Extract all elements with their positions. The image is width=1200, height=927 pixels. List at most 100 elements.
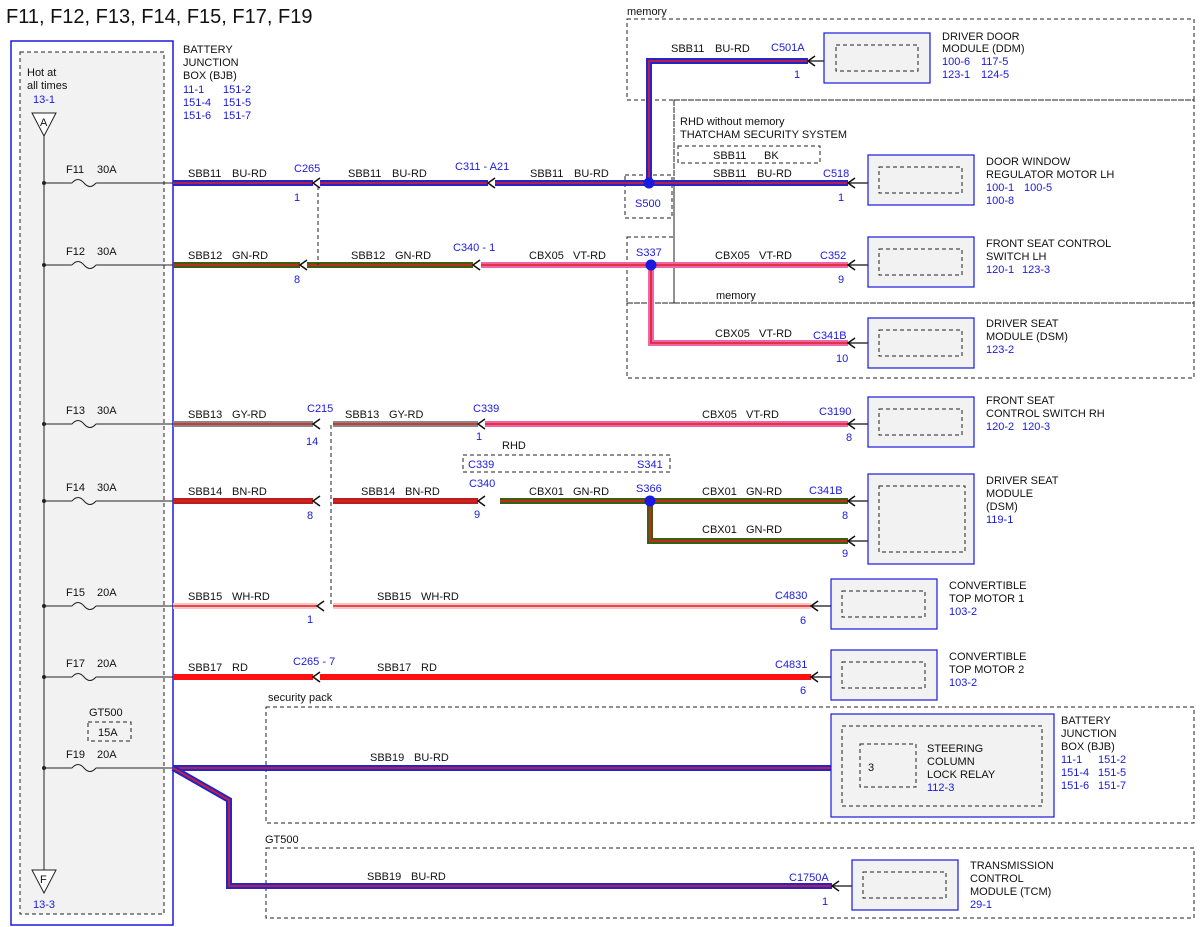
note-rhd-line2: THATCHAM SECURITY SYSTEM — [680, 129, 847, 141]
hot-at-label-1: Hot at — [27, 67, 56, 79]
rhd-group-box — [673, 99, 1195, 304]
convertible-top-motor-1-component: CONVERTIBLE TOP MOTOR 1 103-2 — [830, 578, 1026, 630]
svg-text:C1750A: C1750A — [789, 872, 829, 884]
wire-color: WH-RD — [421, 591, 459, 603]
wire-circuit: CBX01 — [529, 486, 564, 498]
wire-color: GY-RD — [232, 409, 266, 421]
note-memory2: memory — [716, 290, 756, 302]
svg-text:SBB11: SBB11 — [713, 150, 746, 162]
svg-text:C3190: C3190 — [819, 406, 851, 418]
svg-text:1: 1 — [822, 896, 828, 908]
memory2-group-box — [626, 302, 1195, 379]
gt500-label: GT500 — [89, 707, 123, 719]
svg-text:151-6: 151-6 — [1061, 780, 1089, 792]
connector-arrow — [809, 671, 819, 683]
fuse-name: F15 — [66, 587, 85, 599]
door-window-motor-component: DOOR WINDOW REGULATOR MOTOR LH 100-1 100… — [867, 154, 1114, 207]
svg-text:C265 - 7: C265 - 7 — [293, 656, 335, 668]
wire-circuit: CBX05 — [715, 328, 750, 340]
connector-arrow — [846, 259, 856, 271]
wire-color: BU-RD — [574, 168, 609, 180]
note-memory: memory — [627, 6, 667, 18]
wire-circuit: SBB15 — [377, 591, 411, 603]
svg-text:151-7: 151-7 — [1098, 780, 1126, 792]
wire-color: VT-RD — [759, 328, 792, 340]
svg-text:6: 6 — [800, 615, 806, 627]
wire-sbb17: SBB17 RD — [173, 662, 313, 680]
connector-arrow — [846, 535, 856, 547]
wire-color: BU-RD — [392, 168, 427, 180]
wire-color: BU-RD — [411, 871, 446, 883]
svg-text:124-5: 124-5 — [981, 69, 1009, 81]
wire-circuit: SBB15 — [188, 591, 222, 603]
bjb-ref: 151-5 — [223, 97, 251, 109]
bus-f-symbol — [31, 869, 57, 895]
svg-text:DRIVER SEAT: DRIVER SEAT — [986, 318, 1059, 330]
wire-sbb19: SBB19 BU-RD — [173, 752, 831, 771]
bottom-ref: 13-3 — [33, 899, 55, 911]
fuse-amps: 20A — [97, 658, 117, 670]
wire-sbb19: SBB19 BU-RD — [171, 765, 832, 889]
driver-seat-module-component: DRIVER SEAT MODULE (DSM) 123-2 — [867, 317, 1068, 369]
svg-text:MODULE (TCM): MODULE (TCM) — [970, 886, 1051, 898]
svg-text:BATTERY: BATTERY — [1061, 715, 1111, 727]
connector-arrow — [471, 259, 481, 271]
svg-text:103-2: 103-2 — [949, 677, 977, 689]
bus-a-symbol — [31, 112, 57, 138]
connector-arrow — [476, 418, 486, 430]
wire-color: GN-RD — [573, 486, 609, 498]
fuse-amps: 30A — [97, 164, 117, 176]
note-gt500: GT500 — [265, 834, 299, 846]
connector-arrow — [476, 495, 486, 507]
wire-cbx05: CBX05 VT-RD — [648, 265, 848, 346]
bus-f-label: F — [40, 874, 47, 886]
wire-circuit: SBB11 — [671, 43, 704, 55]
bjb-name-2: JUNCTION — [183, 57, 239, 69]
svg-text:29-1: 29-1 — [970, 899, 992, 911]
svg-text:TRANSMISSION: TRANSMISSION — [970, 860, 1054, 872]
fuse-amps: 30A — [97, 482, 117, 494]
wire-sbb15: SBB15 WH-RD — [333, 591, 811, 609]
wire-color: BU-RD — [757, 168, 792, 180]
wire-color: WH-RD — [232, 591, 270, 603]
wire-color: BU-RD — [715, 43, 750, 55]
splice-dot — [644, 495, 656, 507]
connector-arrow — [846, 337, 856, 349]
wire-circuit: CBX01 — [702, 524, 737, 536]
svg-text:8: 8 — [842, 510, 848, 522]
svg-text:123-1: 123-1 — [942, 69, 970, 81]
wire-circuit: SBB19 — [370, 752, 404, 764]
svg-text:S500: S500 — [635, 198, 661, 210]
connector-arrow — [311, 495, 321, 507]
svg-text:100-5: 100-5 — [1024, 182, 1052, 194]
svg-text:9: 9 — [474, 509, 480, 521]
bjb-ref: 11-1 — [183, 84, 204, 96]
svg-text:BOX (BJB): BOX (BJB) — [1061, 741, 1115, 753]
svg-text:C518: C518 — [823, 168, 849, 180]
svg-text:1: 1 — [476, 431, 482, 443]
gt500-fuse: 15A — [98, 727, 118, 739]
svg-text:C340: C340 — [469, 478, 495, 490]
wire-color: RD — [232, 662, 248, 674]
wire-color: BU-RD — [414, 752, 449, 764]
bus-a-label: A — [40, 117, 48, 129]
svg-text:C4831: C4831 — [775, 659, 807, 671]
svg-text:10: 10 — [836, 353, 848, 365]
wire-cbx01: CBX01 GN-RD — [500, 486, 650, 504]
note-security-pack: security pack — [268, 692, 333, 704]
front-seat-switch-rh-component: FRONT SEAT CONTROL SWITCH RH 120-2 120-3 — [867, 395, 1105, 448]
svg-text:LOCK RELAY: LOCK RELAY — [927, 769, 996, 781]
wire-circuit: SBB17 — [188, 662, 222, 674]
front-seat-switch-lh-component: FRONT SEAT CONTROL SWITCH LH 120-1 123-3 — [867, 236, 1111, 288]
wire-circuit: SBB19 — [367, 871, 401, 883]
fuse-name: F12 — [66, 246, 85, 258]
connector-arrow — [315, 600, 325, 612]
connector-labels: C265 1 C311 - A21 C501A 1 S500 C518 1 8 … — [293, 42, 852, 908]
